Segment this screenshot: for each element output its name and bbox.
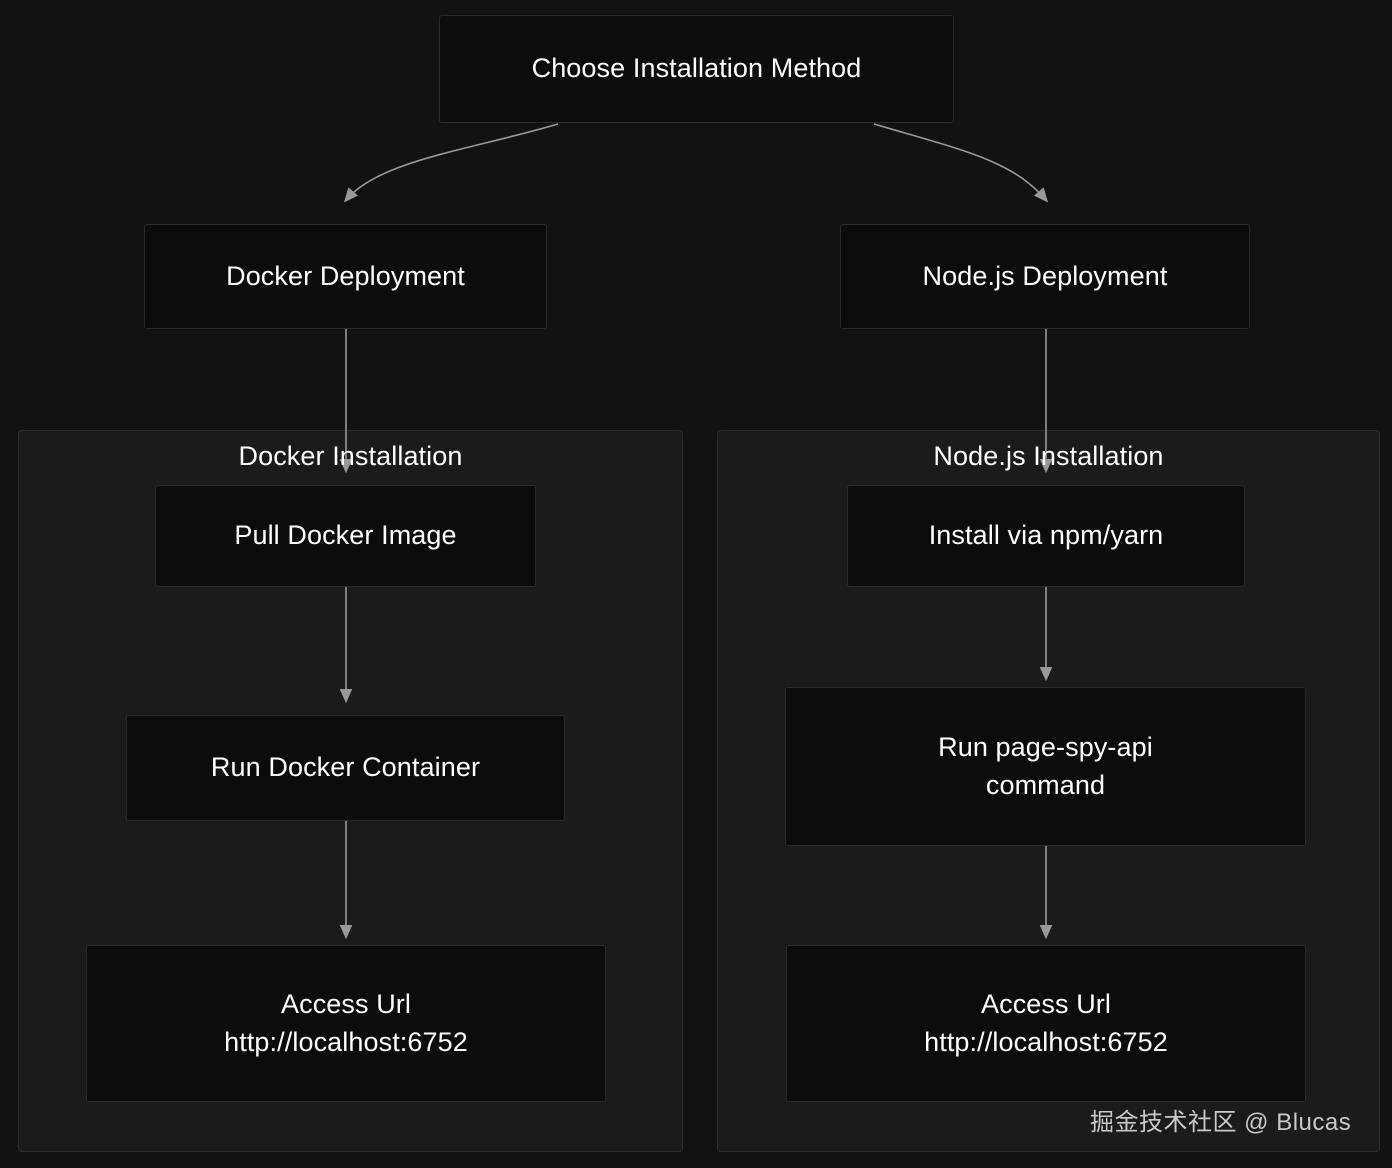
node-label: Pull Docker Image — [234, 520, 457, 551]
node-access-url-nodejs[interactable]: Access Url http://localhost:6752 — [786, 945, 1306, 1102]
edge-root-to-node-deployment — [873, 123, 1049, 203]
node-label-line2: command — [985, 769, 1106, 800]
node-run-docker-container[interactable]: Run Docker Container — [126, 715, 565, 821]
node-choose-installation-method[interactable]: Choose Installation Method — [439, 15, 954, 123]
edge-root-to-docker-deployment — [343, 123, 559, 203]
node-label-line1: Access Url — [280, 989, 411, 1020]
node-label: Docker Deployment — [226, 260, 465, 291]
node-label: Install via npm/yarn — [928, 520, 1164, 551]
watermark: 掘金技术社区 @ Blucas — [1090, 1109, 1352, 1136]
node-label: Choose Installation Method — [531, 53, 862, 84]
node-label-line1: Access Url — [980, 989, 1111, 1020]
node-install-via-npm-yarn[interactable]: Install via npm/yarn — [847, 485, 1245, 587]
node-label-wrapper: Access Url http://localhost:6752 — [87, 986, 605, 1061]
subgraph-label-node-installation: Node.js Installation — [933, 441, 1164, 471]
node-docker-deployment[interactable]: Docker Deployment — [144, 224, 547, 329]
node-label-wrapper: Access Url http://localhost:6752 — [787, 986, 1305, 1061]
node-label: Run Docker Container — [210, 752, 481, 783]
node-run-page-spy-api-command[interactable]: Run page-spy-api command — [785, 687, 1306, 846]
node-access-url-docker[interactable]: Access Url http://localhost:6752 — [86, 945, 606, 1102]
node-pull-docker-image[interactable]: Pull Docker Image — [155, 485, 536, 587]
subgraph-label-docker-installation: Docker Installation — [238, 441, 463, 471]
node-label-line2: http://localhost:6752 — [924, 1026, 1168, 1057]
node-label-line1: Run page-spy-api — [938, 732, 1153, 763]
node-nodejs-deployment[interactable]: Node.js Deployment — [840, 224, 1250, 329]
node-label: Node.js Deployment — [922, 260, 1168, 291]
node-label-wrapper: Run page-spy-api command — [786, 729, 1305, 804]
node-label-line2: http://localhost:6752 — [224, 1026, 468, 1057]
